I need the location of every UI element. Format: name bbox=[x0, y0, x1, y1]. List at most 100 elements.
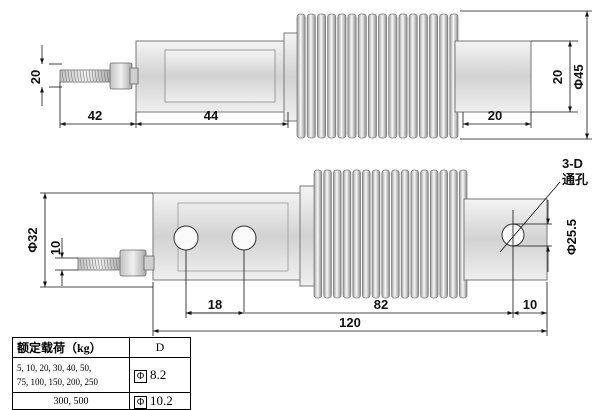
top-bellows-fin bbox=[367, 13, 377, 139]
top-cable-thread-line bbox=[85, 70, 88, 82]
top-bellows-fin bbox=[378, 13, 388, 139]
side-dim-total: 120 bbox=[339, 315, 361, 330]
side-cable-thread-line bbox=[91, 258, 94, 270]
side-bellows-fin bbox=[313, 169, 323, 299]
spec-row-1-loads: 5, 10, 20, 30, 40, 50, 75, 100, 150, 200… bbox=[12, 357, 130, 393]
side-dim-end: 10 bbox=[523, 297, 537, 312]
spec-row-1-d-value: 8.2 bbox=[150, 367, 167, 382]
top-bellows-fin bbox=[398, 13, 408, 139]
top-cable-thread-line bbox=[73, 70, 76, 82]
top-cable-thread-line bbox=[76, 70, 79, 82]
top-cable-thread-line bbox=[61, 70, 64, 82]
side-dim-hole: 82 bbox=[374, 297, 388, 312]
top-cable-thread-line bbox=[91, 70, 94, 82]
phi-symbol: Φ bbox=[134, 369, 147, 383]
side-cable-thread-line bbox=[100, 258, 103, 270]
side-bellows-fin bbox=[449, 169, 458, 299]
top-cable-thread-line bbox=[79, 70, 82, 82]
side-dim-pitch: 18 bbox=[208, 297, 222, 312]
side-bellows-fin bbox=[420, 169, 429, 299]
top-bellows-fin bbox=[408, 13, 418, 139]
phi-symbol: Φ bbox=[134, 395, 147, 409]
spec-row-1: 5, 10, 20, 30, 40, 50, 75, 100, 150, 200… bbox=[12, 357, 191, 393]
side-bellows-fin bbox=[342, 169, 352, 299]
side-bellows bbox=[313, 169, 468, 299]
top-bellows bbox=[296, 13, 459, 139]
top-bellows-fin bbox=[306, 13, 316, 139]
top-cable-thread-line bbox=[67, 70, 70, 82]
side-bellows-fin bbox=[371, 169, 381, 299]
top-bellows-fin bbox=[418, 13, 428, 139]
top-cable-thread-line bbox=[106, 70, 109, 82]
side-dim-cable-offset: 10 bbox=[48, 241, 63, 255]
side-cable-thread-line bbox=[115, 258, 118, 270]
side-cable-thread-line bbox=[85, 258, 88, 270]
side-cable-thread-line bbox=[88, 258, 91, 270]
spec-table: 额定载荷（kg） D 5, 10, 20, 30, 40, 50, 75, 10… bbox=[12, 337, 191, 410]
top-end-block bbox=[454, 40, 532, 113]
side-view: Φ32 10 18 82 10 120 Φ25.5 3-D 通孔 bbox=[25, 156, 588, 336]
top-bellows-fin bbox=[327, 13, 337, 139]
side-cable-thread-line bbox=[94, 258, 97, 270]
top-cable-thread-line bbox=[100, 70, 103, 82]
spec-row-2-d-value: 10.2 bbox=[150, 393, 173, 408]
side-bellows-fin bbox=[323, 169, 332, 299]
side-cable-thread-line bbox=[82, 258, 85, 270]
side-note-through-hole: 通孔 bbox=[562, 172, 588, 187]
spec-row-2-loads: 300, 500 bbox=[12, 392, 130, 410]
top-body-recess bbox=[164, 49, 276, 103]
top-bellows-fin bbox=[388, 13, 398, 139]
top-cable-thread-line bbox=[103, 70, 106, 82]
side-cable-thread-line bbox=[103, 258, 106, 270]
side-cable-neck bbox=[143, 255, 155, 271]
top-bellows-fin bbox=[296, 13, 306, 139]
side-cable-thread-line bbox=[112, 258, 115, 270]
top-bellows-fin bbox=[347, 13, 357, 139]
top-dim-cable-len: 42 bbox=[88, 108, 102, 123]
side-dim-bellows: Φ25.5 bbox=[564, 219, 579, 255]
top-cable-thread-line bbox=[97, 70, 100, 82]
top-bellows-fin bbox=[439, 13, 449, 139]
side-bellows-fin bbox=[333, 169, 342, 299]
top-view: 20 42 44 20 20 Φ45 bbox=[28, 10, 592, 140]
top-bellows-fin bbox=[317, 13, 326, 139]
side-bellows-fin bbox=[439, 169, 448, 299]
top-cable-thread-line bbox=[64, 70, 67, 82]
side-bellows-fin bbox=[400, 169, 410, 299]
top-bellows-fin bbox=[429, 13, 438, 139]
side-hole-2 bbox=[231, 225, 257, 251]
spec-header-d: D bbox=[129, 337, 191, 358]
side-cable-gland bbox=[119, 249, 147, 277]
spec-header-row: 额定载荷（kg） D bbox=[12, 337, 191, 358]
side-hole-1 bbox=[173, 225, 199, 251]
top-dim-left-height: 20 bbox=[28, 70, 43, 84]
side-step-block bbox=[299, 185, 317, 287]
side-cable-thread-line bbox=[97, 258, 100, 270]
side-cable-thread-line bbox=[109, 258, 112, 270]
side-bellows-fin bbox=[362, 169, 371, 299]
side-note-3d: 3-D bbox=[562, 156, 583, 171]
side-bellows-fin bbox=[410, 169, 419, 299]
side-bellows-fin bbox=[391, 169, 400, 299]
spec-row-1-loads-a: 5, 10, 20, 30, 40, 50, bbox=[17, 363, 92, 373]
side-cable-thread-line bbox=[79, 258, 82, 270]
top-cable-neck bbox=[129, 67, 139, 85]
top-bellows-fin bbox=[357, 13, 367, 139]
side-note-leader bbox=[499, 181, 561, 253]
side-bellows-fin bbox=[352, 169, 361, 299]
top-cable-thread-line bbox=[88, 70, 91, 82]
top-dim-mid-len: 44 bbox=[204, 108, 219, 123]
top-cable-gland bbox=[109, 62, 133, 90]
side-dim-height: Φ32 bbox=[25, 227, 40, 252]
side-bellows-fin bbox=[381, 169, 390, 299]
top-bellows-fin bbox=[337, 13, 347, 139]
top-cable-thread-line bbox=[70, 70, 73, 82]
top-dim-right-len: 20 bbox=[488, 108, 502, 123]
top-dim-right-height: 20 bbox=[550, 70, 565, 84]
top-cable-thread-line bbox=[94, 70, 97, 82]
top-dim-bellows-dia: Φ45 bbox=[571, 64, 586, 89]
side-cable-thread-line bbox=[106, 258, 109, 270]
